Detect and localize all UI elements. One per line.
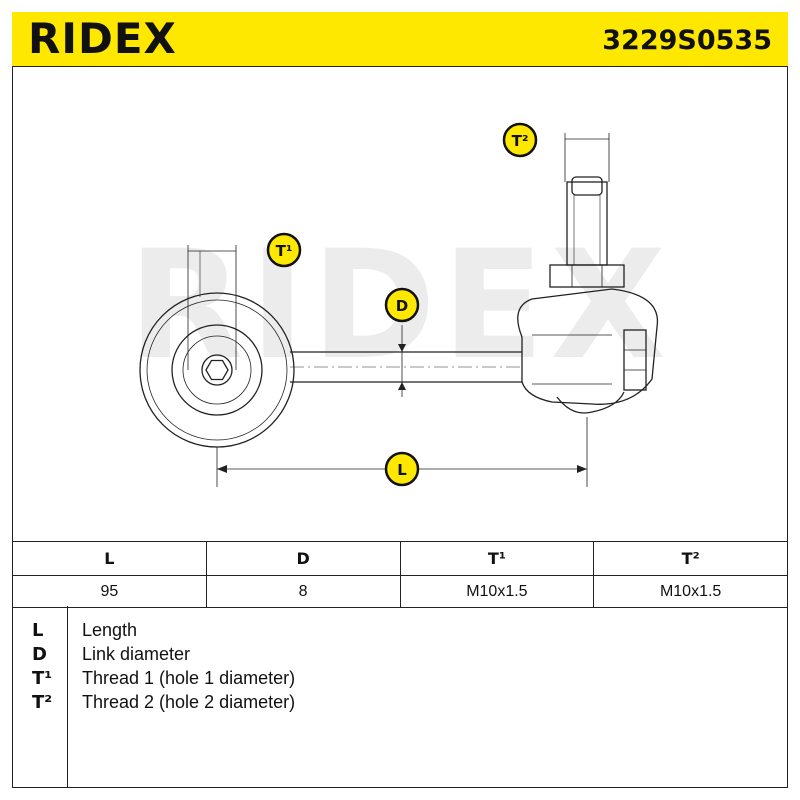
spec-value-d: 8: [205, 575, 401, 608]
svg-text:D: D: [396, 297, 408, 315]
joint-housing: [517, 288, 659, 405]
legend-divider: [67, 606, 68, 788]
badge-t1: T¹: [266, 232, 302, 268]
spec-table-value-row: 95 8 M10x1.5 M10x1.5: [12, 575, 788, 608]
spec-table-header-row: L D T¹ T²: [12, 541, 788, 576]
legend-description: Link diameter: [82, 644, 191, 664]
svg-text:T²: T²: [512, 132, 529, 150]
legend-description: Thread 1 (hole 1 diameter): [82, 668, 296, 688]
threaded-stud: [566, 181, 608, 266]
spec-value-l: 95: [12, 575, 207, 608]
eye-inner-ring: [146, 299, 288, 441]
eye-hole: [201, 354, 233, 386]
legend: L Length D Link diameter T¹ Thread 1 (ho…: [12, 606, 788, 788]
legend-description: Length: [82, 620, 138, 640]
eye-bushing-inner: [182, 335, 252, 405]
spec-header-d: D: [205, 541, 401, 576]
badge-l: L: [384, 451, 420, 487]
spec-header-t1: T¹: [399, 541, 595, 576]
part-number: 3229S0535: [602, 25, 772, 56]
spec-header-l: L: [12, 541, 207, 576]
svg-text:L: L: [397, 461, 407, 479]
svg-text:T¹: T¹: [276, 242, 293, 260]
legend-key: D: [32, 644, 47, 665]
spec-header-t2: T²: [593, 541, 788, 576]
legend-key: T²: [32, 692, 53, 713]
side-nut: [623, 329, 647, 391]
hex-socket: [205, 359, 229, 381]
legend-description: Thread 2 (hole 2 diameter): [82, 692, 296, 712]
legend-key: T¹: [32, 668, 53, 689]
technical-drawing: RIDEX: [128, 122, 666, 487]
eye-bushing: [171, 324, 263, 416]
spec-value-t2: M10x1.5: [593, 575, 788, 608]
ball: [556, 391, 625, 414]
badge-t2: T²: [502, 122, 538, 158]
spec-table: L D T¹ T² 95 8 M10x1.5 M10x1.5: [12, 541, 788, 608]
header-bar: RIDEX 3229S0535: [12, 12, 788, 67]
legend-key: L: [32, 620, 44, 641]
badge-d: D: [384, 287, 420, 323]
spec-value-t1: M10x1.5: [399, 575, 595, 608]
brand-logo: RIDEX: [28, 14, 177, 63]
